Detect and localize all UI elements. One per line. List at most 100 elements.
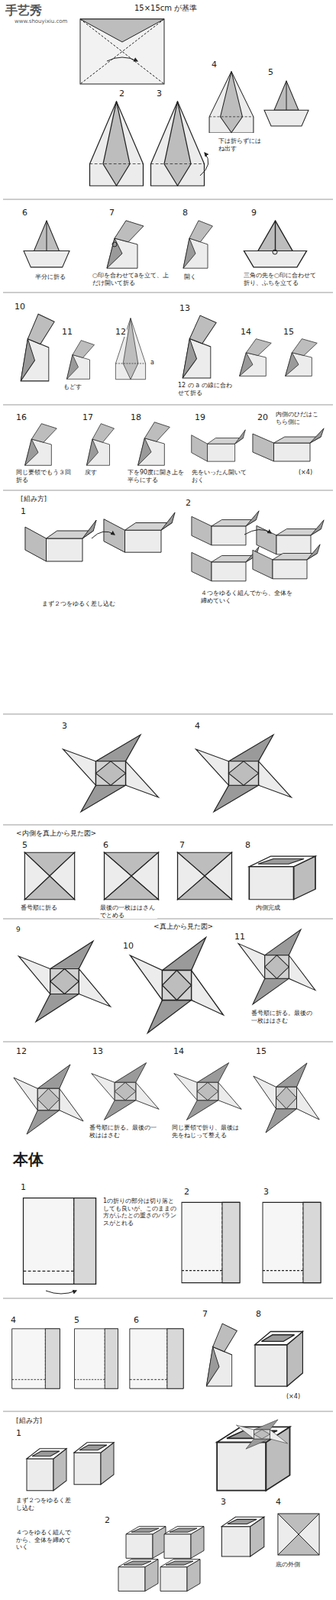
instruction-note: 下を90度に開き上を平らにする — [126, 468, 187, 484]
step-number: 9 — [15, 925, 22, 934]
lid-figure — [63, 734, 159, 812]
body-fold — [206, 1323, 237, 1386]
step-number: 2 — [118, 88, 126, 99]
instruction-note: 内側完成 — [255, 904, 282, 912]
fold-figure — [264, 80, 309, 126]
fold-figure — [23, 220, 70, 268]
body-fold — [12, 1328, 61, 1389]
instruction-note: 開く — [183, 273, 198, 282]
step-number: 20 — [256, 412, 269, 423]
fold-figure — [209, 71, 254, 133]
fold-arrow — [106, 57, 138, 62]
fold-line — [80, 19, 165, 84]
divider — [3, 292, 333, 294]
step-number: 18 — [129, 412, 143, 423]
step-number: 3 — [262, 1186, 270, 1197]
fold-figure — [151, 101, 205, 186]
body-sheet — [181, 1201, 240, 1283]
instruction-note: 同じ要領で折り、最後は先をねじって整える — [171, 1124, 243, 1139]
body-unit — [26, 1448, 67, 1491]
body-unit — [74, 1442, 114, 1485]
divider — [3, 918, 333, 920]
divider — [3, 824, 333, 826]
instruction-note: a — [149, 358, 156, 367]
body-unit — [160, 1559, 201, 1592]
step-number: 9 — [250, 207, 258, 218]
lid-figure — [174, 1062, 242, 1121]
step-number: 4 — [274, 1496, 282, 1507]
lid-figure — [253, 1062, 320, 1133]
step-number: 4 — [193, 720, 201, 731]
step-number: 15 — [255, 1046, 268, 1057]
instruction-note: 内側のひだはこちら側に — [274, 410, 321, 426]
body-sheet — [23, 1198, 97, 1285]
lid-inner-figure — [104, 852, 159, 900]
divider — [3, 490, 333, 492]
step-number: 10 — [13, 301, 26, 312]
fold-figure — [182, 315, 217, 378]
instruction-note: 番号順に折る。最後の一枚ははさむ — [88, 1124, 161, 1139]
step-number: 11 — [61, 326, 74, 337]
lid-inner-figure — [248, 856, 316, 900]
step-number: 13 — [91, 1046, 104, 1057]
step-number: 19 — [193, 412, 207, 423]
step-number: 6 — [102, 840, 110, 850]
body-unit — [118, 1559, 159, 1592]
instruction-note: 12 の a の線に合わせて折る — [177, 381, 234, 397]
fold-figure — [138, 422, 171, 466]
step-number: 1 — [19, 1182, 27, 1193]
step-number: 1 — [19, 506, 27, 517]
step-number: 8 — [181, 207, 189, 218]
lid-inner-figure — [24, 852, 75, 900]
fold-figure — [67, 340, 95, 380]
mark-circle — [272, 249, 278, 255]
instruction-note: ○印を合わせてaを立て、上だけ開いて折る — [91, 271, 170, 287]
insert-arrow — [244, 529, 272, 535]
instruction-note: 下は折らずにはね出す — [217, 137, 267, 152]
instruction-note: (×4) — [297, 468, 314, 477]
body-fold — [129, 1328, 184, 1389]
instruction-note: <内側を真上から見た図> — [15, 829, 97, 838]
instruction-note: 半分に折る — [34, 273, 67, 282]
instruction-note: 15×15cm が基準 — [133, 3, 198, 13]
lid-figure — [130, 937, 224, 1034]
instruction-note: 戻す — [84, 468, 98, 477]
fold-figure — [183, 220, 213, 269]
step-number: 14 — [239, 326, 252, 337]
body-unit — [255, 1331, 303, 1386]
fold-figure — [87, 423, 115, 466]
step-number: 3 — [61, 720, 68, 731]
lid-figure — [91, 1062, 159, 1121]
instruction-note: <真上から見た図> — [152, 922, 214, 931]
unit-figure — [25, 520, 97, 562]
instruction-note: 先をいったん開いておく — [190, 468, 248, 484]
paper-sheet — [80, 19, 165, 84]
fold-figure — [191, 429, 246, 462]
square-sheet — [80, 19, 165, 84]
section-dividers — [3, 199, 333, 1412]
step-number: 7 — [108, 207, 116, 218]
body-unit — [164, 1526, 204, 1559]
instruction-note: 番号順に折る。最後の一枚ははさむ — [250, 1009, 317, 1025]
unit-figure — [191, 510, 259, 546]
fold-figure — [252, 428, 324, 462]
mark-circle — [112, 242, 117, 247]
divider — [3, 1411, 333, 1412]
step-number: 3 — [219, 1496, 227, 1507]
step-number: 16 — [15, 412, 28, 423]
step-number: 1 — [15, 1428, 23, 1438]
step-number: 3 — [155, 88, 163, 99]
instruction-note: 番号順に折る — [19, 904, 59, 912]
body-unit — [126, 1526, 166, 1559]
step-number: 12 — [15, 1046, 28, 1057]
step-number: 6 — [21, 207, 29, 218]
divider — [3, 1041, 333, 1043]
instruction-note: ４つをゆるく組んでから、全体を締めていく — [15, 1528, 72, 1551]
lid-figure — [196, 734, 292, 812]
instruction-note: [組み方] — [15, 1416, 43, 1425]
watermark: 手艺秀 — [4, 3, 43, 18]
fold-arrow — [200, 152, 209, 176]
step-number: 4 — [210, 59, 218, 70]
unit-figure — [103, 512, 175, 553]
fold-figure — [243, 220, 307, 268]
